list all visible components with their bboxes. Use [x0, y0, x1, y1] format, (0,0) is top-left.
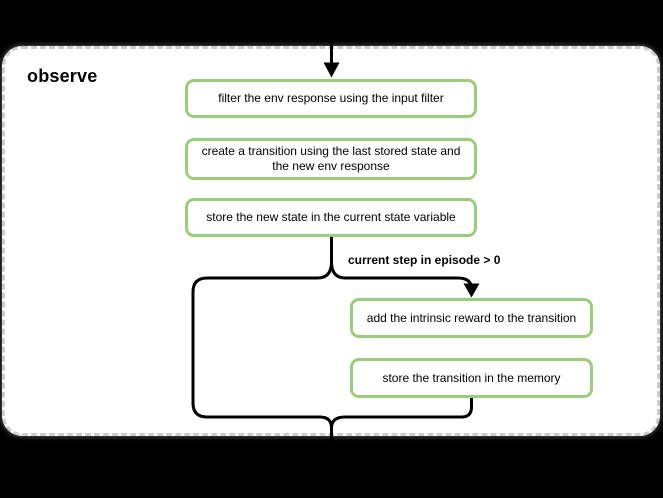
- node-label: add the intrinsic reward to the transiti…: [366, 310, 577, 325]
- condition-label: current step in episode > 0: [348, 253, 501, 267]
- node-store-transition: store the transition in the memory: [350, 358, 593, 398]
- node-label: filter the env response using the input …: [218, 91, 444, 105]
- node-add-intrinsic-reward: add the intrinsic reward to the transiti…: [350, 298, 593, 338]
- node-store-new-state: store the new state in the current state…: [185, 198, 477, 237]
- node-label: create a transition using the last store…: [201, 144, 461, 173]
- node-label: store the new state in the current state…: [206, 210, 456, 224]
- node-label: store the transition in the memory: [382, 370, 561, 385]
- node-create-transition: create a transition using the last store…: [185, 138, 477, 180]
- diagram-title: observe: [27, 66, 98, 86]
- node-filter-env-response: filter the env response using the input …: [185, 79, 477, 118]
